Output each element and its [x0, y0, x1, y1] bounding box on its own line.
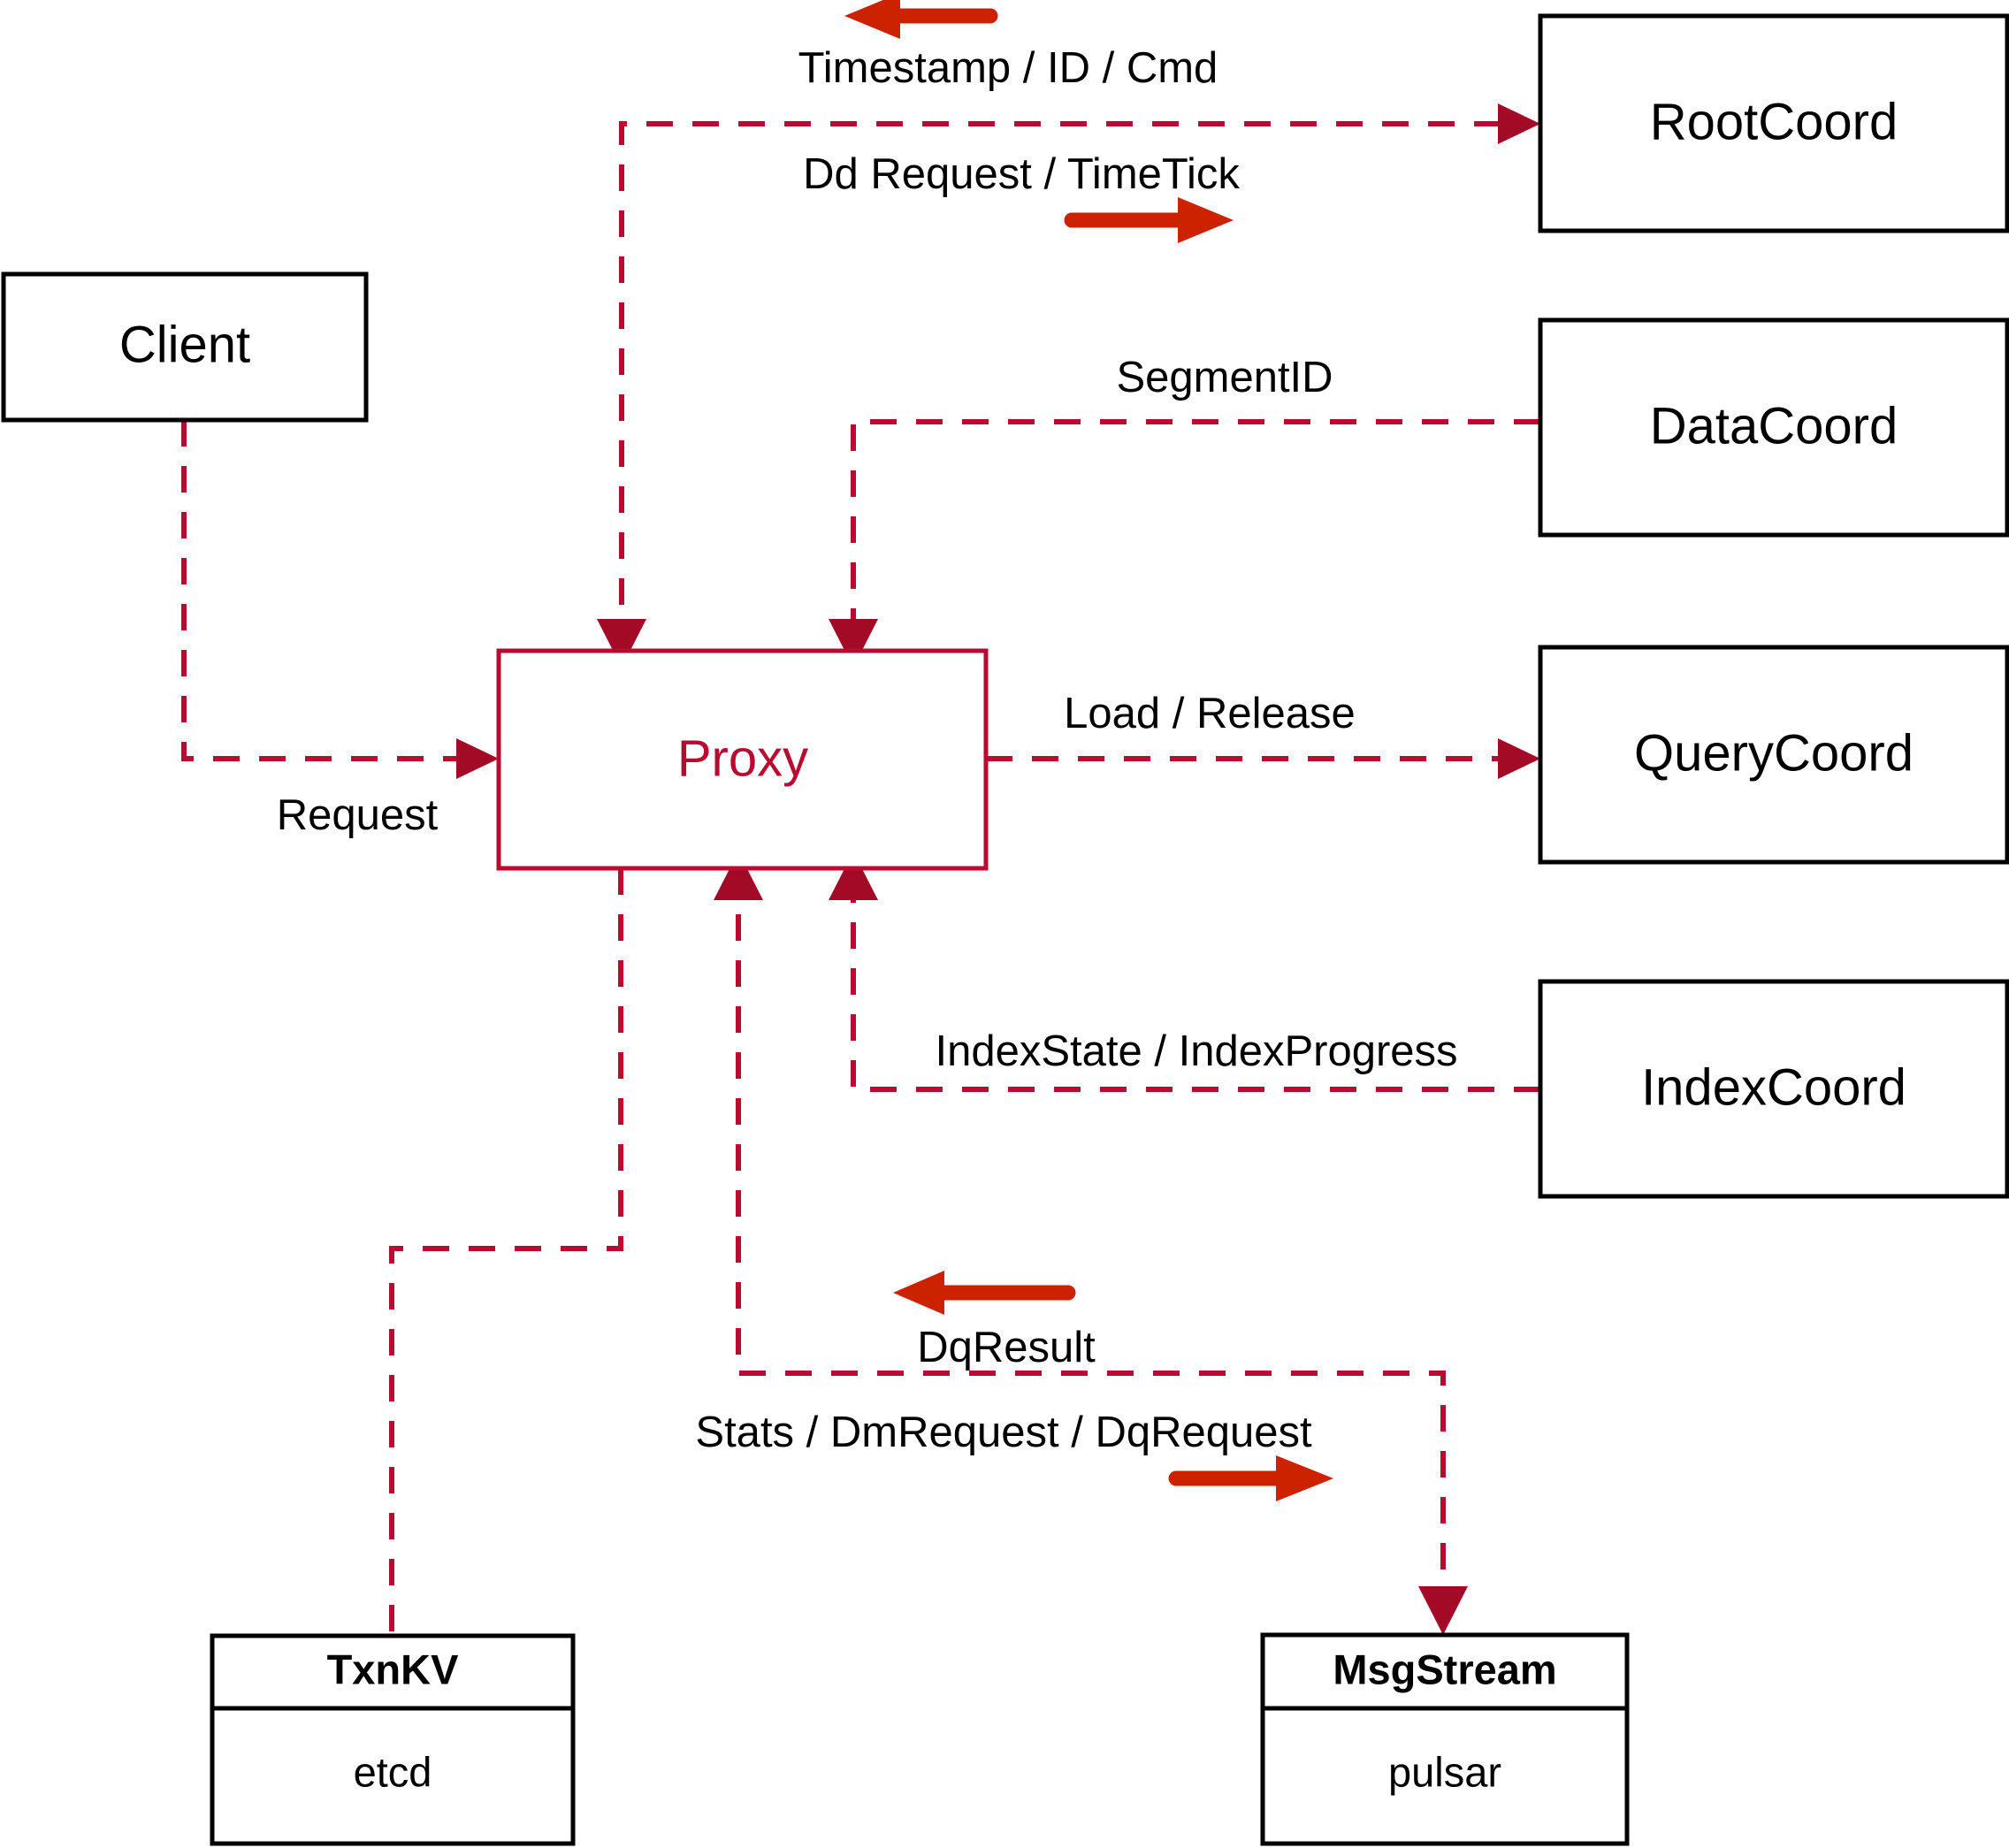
node-indexcoord-box	[1538, 979, 2009, 1199]
edge-label-indexstate: IndexState / IndexProgress	[935, 1027, 1457, 1075]
node-msgstream-title: MsgStream	[1333, 1646, 1556, 1692]
node-msgstream-subtitle: pulsar	[1388, 1748, 1501, 1795]
node-rootcoord[interactable]: RootCoord	[1538, 13, 2009, 233]
node-proxy[interactable]: Proxy	[496, 648, 989, 871]
node-querycoord[interactable]: QueryCoord	[1538, 645, 2009, 865]
edge-datacoord-proxy	[829, 419, 1540, 668]
arrowhead-to-proxy-bottom-left	[714, 851, 763, 900]
arrowhead-to-proxy-bottom-right	[829, 851, 878, 900]
arrowhead-to-msgstream	[1418, 1586, 1468, 1635]
node-querycoord-label: QueryCoord	[1634, 724, 1914, 782]
node-datacoord-label: DataCoord	[1650, 397, 1898, 454]
label-dqresult-group: DqResult	[893, 1271, 1096, 1371]
node-querycoord-box	[1538, 645, 2009, 865]
node-proxy-box	[496, 648, 989, 871]
direction-arrow-right-icon	[1064, 197, 1234, 243]
node-indexcoord-label: IndexCoord	[1641, 1058, 1906, 1116]
edge-proxy-msgstream	[714, 851, 1468, 1635]
edge-label-load-release: Load / Release	[1064, 690, 1356, 737]
node-client[interactable]: Client	[1, 271, 369, 423]
arrowhead-to-querycoord	[1498, 738, 1540, 779]
edge-label-stats-dm-dq: Stats / DmRequest / DqRequest	[695, 1409, 1312, 1456]
label-timestamp-id-cmd-group: Timestamp / ID / Cmd	[798, 0, 1218, 92]
arrowhead-to-proxy-top-right	[829, 619, 878, 668]
node-datacoord[interactable]: DataCoord	[1538, 317, 2009, 538]
node-client-label: Client	[119, 316, 250, 373]
node-rootcoord-box	[1538, 13, 2009, 233]
direction-arrow-right-icon-2	[1168, 1455, 1333, 1501]
node-txnkv[interactable]: TxnKV etcd	[210, 1633, 576, 1846]
node-txnkv-title: TxnKV	[327, 1646, 460, 1692]
edge-client-proxy	[181, 420, 499, 779]
edge-proxy-querycoord	[986, 738, 1540, 779]
edge-label-dd-request-timetick: Dd Request / TimeTick	[803, 150, 1240, 198]
direction-arrow-left-icon-2	[893, 1271, 1076, 1315]
node-rootcoord-label: RootCoord	[1650, 93, 1898, 150]
node-txnkv-box	[210, 1633, 576, 1846]
node-client-box	[1, 271, 369, 423]
node-indexcoord[interactable]: IndexCoord	[1538, 979, 2009, 1199]
direction-arrow-left-icon	[844, 0, 998, 39]
edge-proxy-txnkv	[389, 868, 623, 1636]
edge-proxy-rootcoord	[597, 103, 1540, 668]
node-msgstream[interactable]: MsgStream pulsar	[1260, 1632, 1630, 1846]
label-dd-request-timetick-group: Dd Request / TimeTick	[803, 150, 1240, 243]
label-stats-dm-dq-group: Stats / DmRequest / DqRequest	[695, 1409, 1333, 1501]
edge-label-timestamp-id-cmd: Timestamp / ID / Cmd	[798, 44, 1218, 92]
edge-indexcoord-proxy	[829, 851, 1540, 1092]
arrowhead-to-rootcoord	[1498, 103, 1540, 144]
node-proxy-label: Proxy	[677, 729, 808, 787]
arrowhead-to-proxy-top-left	[597, 619, 646, 668]
edge-label-request: Request	[277, 791, 439, 839]
node-msgstream-box	[1260, 1632, 1630, 1846]
node-datacoord-box	[1538, 317, 2009, 538]
arrowhead-to-proxy-left	[456, 738, 499, 779]
edge-label-dqresult: DqResult	[917, 1324, 1096, 1371]
edge-label-segmentid: SegmentID	[1116, 354, 1333, 401]
node-txnkv-subtitle: etcd	[354, 1748, 432, 1795]
